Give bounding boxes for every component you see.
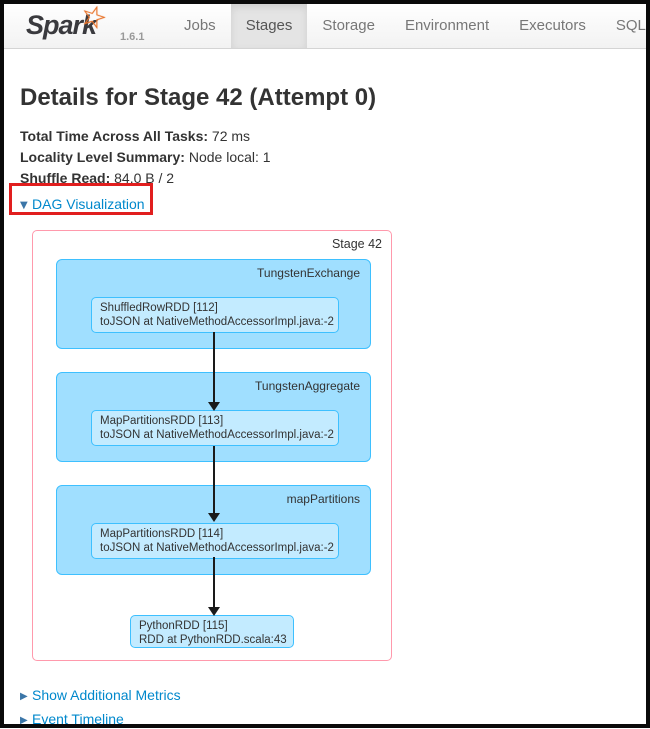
tab-storage[interactable]: Storage	[322, 17, 375, 34]
tab-environment[interactable]: Environment	[404, 17, 490, 34]
show-additional-metrics-link[interactable]: Show Additional Metrics	[32, 687, 181, 703]
node-callsite: toJSON at NativeMethodAccessorImpl.java:…	[100, 429, 334, 441]
cluster-label: mapPartitions	[286, 492, 360, 506]
summary-label: Shuffle Read:	[20, 170, 111, 186]
summary-label: Total Time Across All Tasks:	[20, 128, 209, 144]
summary-total-time: Total Time Across All Tasks: 72 ms	[20, 126, 630, 147]
spark-logo-text: Spark	[26, 10, 97, 40]
arrowhead-icon	[208, 513, 220, 522]
triangle-down-icon: ▼	[20, 200, 28, 211]
stage-detail-page: Details for Stage 42 (Attempt 0) Total T…	[4, 85, 646, 729]
dag-cluster-tungsten-exchange: TungstenExchange ShuffledRowRDD [112] to…	[56, 259, 371, 349]
dag-edge-arrow	[208, 557, 220, 616]
page-title: Details for Stage 42 (Attempt 0)	[20, 84, 377, 111]
dag-node-mappartitionsrdd-114[interactable]: MapPartitionsRDD [114] toJSON at NativeM…	[91, 523, 339, 559]
spark-version: 1.6.1	[120, 31, 145, 43]
dag-edge-arrow	[208, 332, 220, 411]
nav-tabs: Jobs Stages Storage Environment Executor…	[169, 4, 650, 48]
dag-stage-box: Stage 42 TungstenExchange ShuffledRowRDD…	[32, 230, 392, 661]
event-timeline-link[interactable]: Event Timeline	[32, 711, 124, 727]
summary-label: Locality Level Summary:	[20, 149, 185, 165]
node-title: PythonRDD [115]	[139, 620, 228, 632]
dag-visualization-toggle[interactable]: ▼ DAG Visualization	[20, 196, 630, 214]
node-title: ShuffledRowRDD [112]	[100, 302, 218, 314]
tab-executors[interactable]: Executors	[519, 17, 586, 34]
node-callsite: RDD at PythonRDD.scala:43	[139, 634, 287, 646]
tab-sql[interactable]: SQL	[615, 17, 646, 34]
arrowhead-icon	[208, 402, 220, 411]
dag-node-pythonrdd-115[interactable]: PythonRDD [115] RDD at PythonRDD.scala:4…	[130, 615, 294, 648]
dag-node-mappartitionsrdd-113[interactable]: MapPartitionsRDD [113] toJSON at NativeM…	[91, 410, 339, 446]
cluster-label: TungstenAggregate	[255, 379, 360, 393]
stage-summary-list: Total Time Across All Tasks: 72 ms Local…	[20, 126, 630, 189]
arrowhead-icon	[208, 607, 220, 616]
show-additional-metrics-toggle[interactable]: ▶ Show Additional Metrics	[20, 687, 630, 705]
stage-label: Stage 42	[331, 237, 382, 251]
summary-shuffle-read: Shuffle Read: 84.0 B / 2	[20, 168, 630, 189]
dag-visualization: Stage 42 TungstenExchange ShuffledRowRDD…	[20, 230, 630, 661]
event-timeline-toggle[interactable]: ▶ Event Timeline	[20, 711, 630, 729]
node-callsite: toJSON at NativeMethodAccessorImpl.java:…	[100, 316, 334, 328]
tab-stages[interactable]: Stages	[230, 4, 308, 48]
triangle-right-icon: ▶	[20, 715, 28, 726]
dag-node-shuffledrowrdd-112[interactable]: ShuffledRowRDD [112] toJSON at NativeMet…	[91, 297, 339, 333]
node-title: MapPartitionsRDD [114]	[100, 528, 224, 540]
summary-value: 72 ms	[211, 128, 251, 144]
spark-logo[interactable]: Spark ☆ 1.6.1	[4, 0, 169, 48]
node-callsite: toJSON at NativeMethodAccessorImpl.java:…	[100, 542, 334, 554]
tab-jobs[interactable]: Jobs	[184, 17, 216, 34]
summary-value: Node local: 1	[188, 149, 271, 165]
dag-visualization-link[interactable]: DAG Visualization	[32, 196, 145, 212]
dag-edge-arrow	[208, 446, 220, 522]
node-title: MapPartitionsRDD [113]	[100, 415, 224, 427]
dag-cluster-tungsten-aggregate: TungstenAggregate MapPartitionsRDD [113]…	[56, 372, 371, 462]
summary-locality-level: Locality Level Summary: Node local: 1	[20, 147, 630, 168]
triangle-right-icon: ▶	[20, 691, 28, 702]
summary-value: 84.0 B / 2	[114, 170, 175, 186]
cluster-label: TungstenExchange	[257, 266, 360, 280]
spark-navbar: Spark ☆ 1.6.1 Jobs Stages Storage Enviro…	[4, 0, 646, 49]
